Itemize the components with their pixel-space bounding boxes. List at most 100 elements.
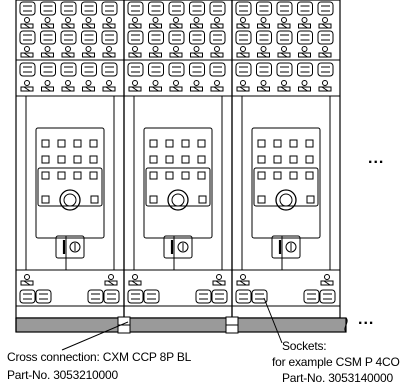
contact-symbol	[169, 80, 183, 92]
contact-symbol	[20, 46, 34, 58]
lever-switch	[55, 235, 85, 259]
terminal-block	[87, 289, 104, 304]
contact-symbol	[41, 46, 54, 58]
terminal-block	[303, 289, 320, 304]
terminal-block	[127, 62, 144, 77]
terminal-block	[148, 62, 164, 77]
contact-symbol	[61, 46, 75, 58]
contact-symbol	[320, 274, 334, 286]
terminal-block	[168, 62, 185, 77]
cross-connection-part-no: Part-No. 3053210000	[7, 368, 118, 382]
terminal-block	[60, 30, 77, 45]
terminal-block	[35, 289, 52, 304]
socket-module	[231, 0, 341, 319]
rail-break	[344, 317, 348, 333]
sockets-heading: Sockets:	[282, 339, 327, 353]
contact-symbol	[128, 46, 142, 58]
contact-symbol	[82, 46, 95, 58]
terminal-block	[101, 62, 118, 77]
contact-symbol	[277, 17, 291, 29]
terminal-block	[256, 30, 272, 45]
terminal-block	[168, 30, 185, 45]
contact-symbol	[318, 80, 332, 92]
terminal-block	[81, 1, 97, 16]
terminal-block	[235, 62, 252, 77]
contact-symbol	[102, 80, 116, 92]
contact-symbol	[128, 80, 142, 92]
terminal-block	[127, 30, 144, 45]
contact-symbol	[210, 80, 224, 92]
terminal-block	[189, 30, 205, 45]
contact-symbol	[41, 17, 54, 29]
contact-symbol	[20, 80, 34, 92]
contact-symbol	[149, 80, 162, 92]
contact-symbol	[257, 17, 270, 29]
lever-switch	[163, 235, 193, 259]
indicator-button	[275, 189, 297, 211]
contact-symbol	[318, 17, 332, 29]
socket-modules	[15, 0, 341, 319]
contact-symbol	[169, 17, 183, 29]
contact-symbol	[20, 17, 34, 29]
contact-symbol	[210, 17, 224, 29]
terminal-block	[127, 1, 144, 16]
contact-symbol	[128, 274, 142, 286]
cross-connection-leader	[61, 321, 129, 351]
terminal-block	[276, 1, 293, 16]
terminal-block	[209, 62, 226, 77]
terminal-block	[297, 1, 313, 16]
contact-symbol	[210, 46, 224, 58]
terminal-block	[168, 1, 185, 16]
contact-symbol	[149, 46, 162, 58]
indicator-button	[59, 189, 81, 211]
contact-symbol	[169, 46, 183, 58]
terminal-block	[317, 30, 334, 45]
terminal-block	[40, 30, 56, 45]
contact-symbol	[128, 17, 142, 29]
contact-symbol	[190, 17, 203, 29]
cross-connection-label: Cross connection: CXM CCP 8P BL	[7, 350, 192, 364]
terminal-block	[256, 62, 272, 77]
terminal-block	[148, 1, 164, 16]
terminal-block	[60, 62, 77, 77]
socket-module	[15, 0, 125, 319]
contact-symbol	[61, 80, 75, 92]
terminal-block	[103, 289, 120, 304]
terminal-block	[101, 1, 118, 16]
contact-symbol	[257, 46, 270, 58]
terminal-block	[40, 62, 56, 77]
terminal-block	[209, 1, 226, 16]
terminal-block	[19, 30, 36, 45]
terminal-block	[127, 289, 144, 304]
leader-lines	[61, 297, 283, 351]
terminal-block	[209, 30, 226, 45]
contact-symbol	[41, 80, 54, 92]
terminal-block	[276, 30, 293, 45]
terminal-block	[143, 289, 160, 304]
contact-symbol	[212, 274, 226, 286]
terminal-block	[235, 289, 252, 304]
terminal-block	[148, 30, 164, 45]
terminal-block	[189, 62, 205, 77]
terminal-block	[317, 1, 334, 16]
terminal-block	[19, 62, 36, 77]
terminal-block	[81, 62, 97, 77]
contact-symbol	[298, 17, 311, 29]
contact-symbol	[298, 80, 311, 92]
terminal-block	[317, 62, 334, 77]
terminal-block	[81, 30, 97, 45]
contact-symbol	[102, 17, 116, 29]
continuation-ellipsis-right: ...	[368, 150, 385, 167]
contact-symbol	[298, 46, 311, 58]
contact-symbol	[236, 46, 250, 58]
indicator-button	[167, 189, 189, 211]
contact-symbol	[20, 274, 34, 286]
contact-symbol	[277, 80, 291, 92]
terminal-block	[235, 30, 252, 45]
contact-symbol	[318, 46, 332, 58]
contact-symbol	[61, 17, 75, 29]
cross-connection-rail	[15, 316, 348, 334]
terminal-block	[60, 1, 77, 16]
sockets-leader	[263, 297, 283, 344]
contact-symbol	[82, 17, 95, 29]
